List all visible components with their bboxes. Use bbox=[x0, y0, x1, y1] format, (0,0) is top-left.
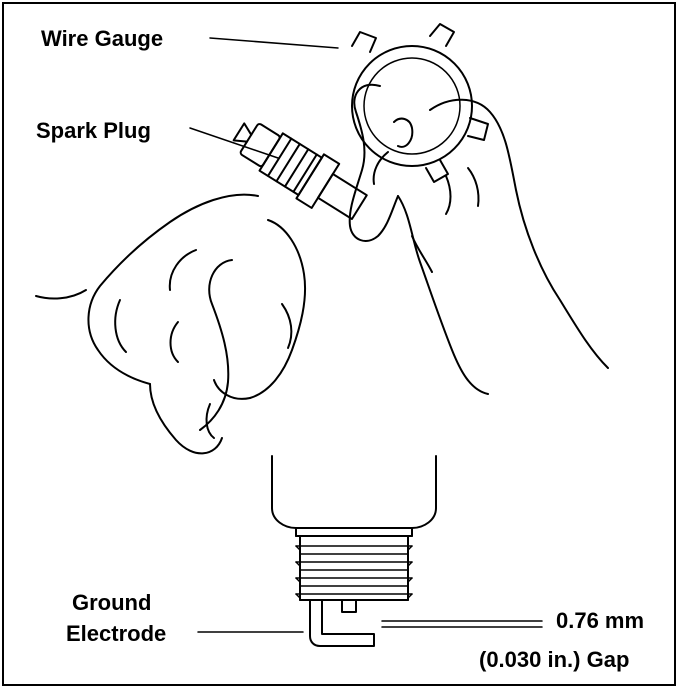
spark-plug-leader bbox=[189, 127, 279, 159]
gap-measurement-mm: 0.76 mm bbox=[556, 608, 645, 633]
figure-frame bbox=[2, 2, 676, 686]
plug-tip-diagram bbox=[271, 455, 437, 647]
leader-lines bbox=[189, 37, 543, 633]
spark-plug-icon bbox=[232, 122, 368, 220]
spark-plug-label: Spark Plug bbox=[36, 118, 151, 143]
ground-electrode-label-line1: Ground bbox=[72, 590, 152, 615]
thread-lines bbox=[295, 545, 413, 599]
left-hand bbox=[35, 193, 307, 455]
wire-gauge-leader bbox=[209, 37, 339, 49]
gap-measurement-in: (0.030 in.) Gap bbox=[479, 647, 630, 672]
center-electrode bbox=[341, 599, 357, 613]
ground-electrode-label-line2: Electrode bbox=[66, 621, 167, 646]
ground-electrode bbox=[309, 599, 375, 647]
wire-gauge-label: Wire Gauge bbox=[41, 26, 164, 51]
right-hand bbox=[348, 83, 609, 395]
wire-gauge-icon bbox=[351, 23, 489, 183]
